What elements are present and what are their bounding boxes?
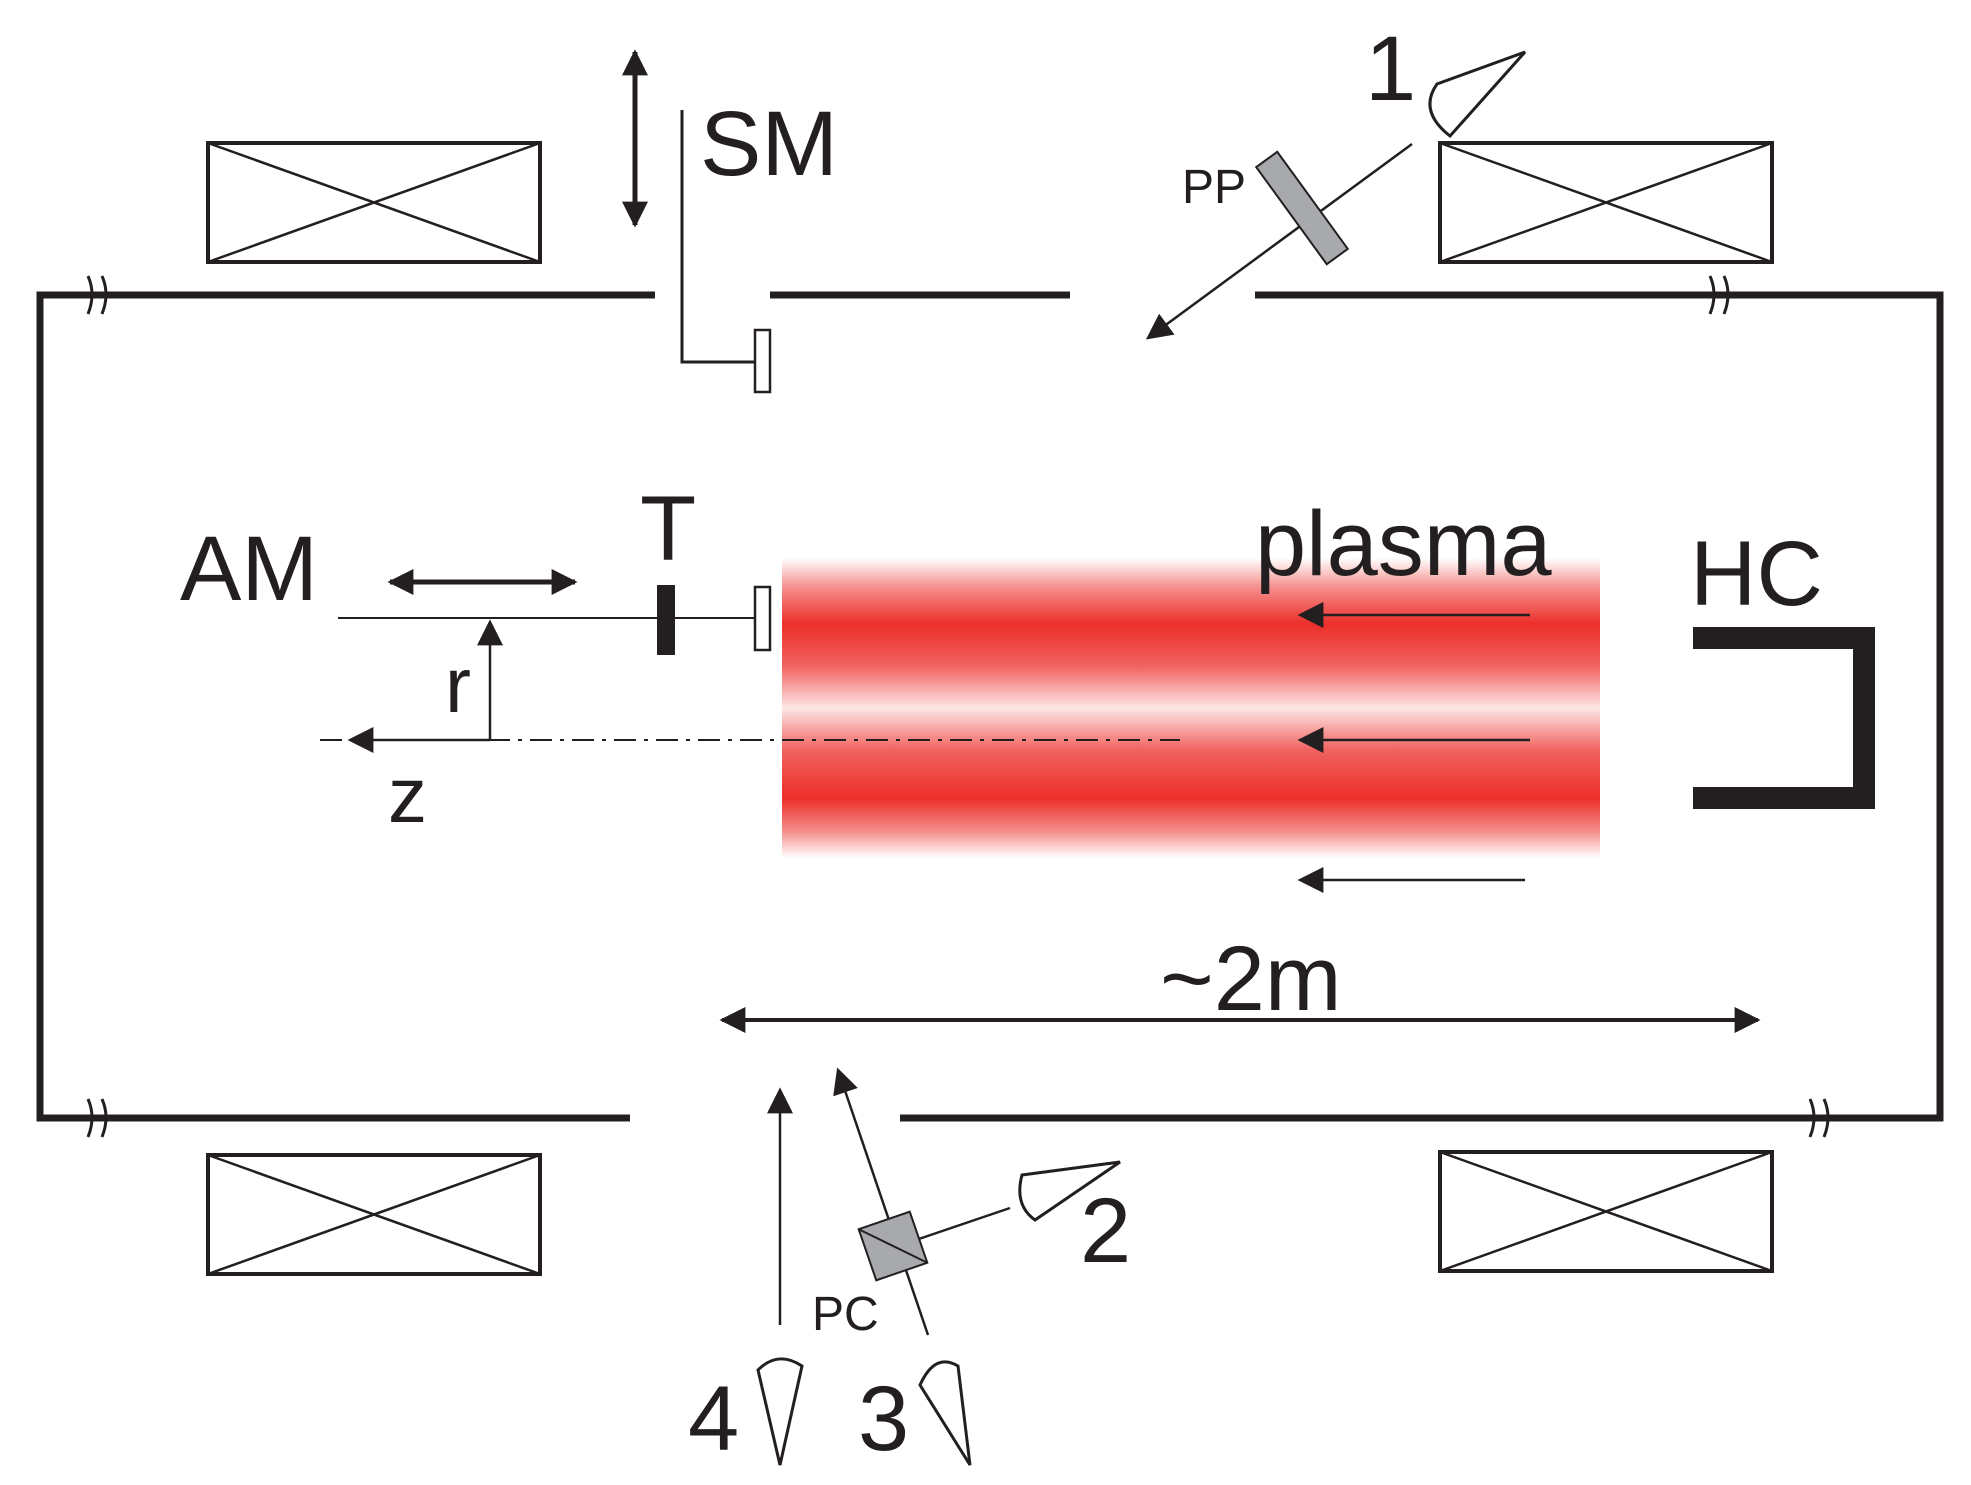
am-label: AM: [180, 518, 318, 620]
sm-label: SM: [700, 93, 838, 195]
flow-arrows: [1297, 602, 1530, 893]
view-2-label: 2: [1080, 1180, 1131, 1282]
magnetic-coil: [1438, 141, 1774, 264]
magnetic-coil: [1438, 1150, 1774, 1273]
view-1-line: [1145, 50, 1527, 340]
sm-manipulator: [622, 49, 772, 394]
view-bottom-lines: [756, 1067, 1121, 1466]
view-3-label: 3: [858, 1368, 909, 1470]
magnetic-coil: [206, 1153, 542, 1276]
view-4-label: 4: [688, 1368, 739, 1470]
z-label: z: [388, 751, 427, 839]
r-label: r: [445, 641, 471, 729]
plasma-column: [782, 558, 1600, 858]
hc-label: HC: [1690, 523, 1823, 625]
t-label: T: [640, 478, 696, 580]
am-manipulator: [338, 569, 772, 655]
vacuum-vessel: [36, 275, 1944, 1138]
distance-label: ~2m: [1160, 928, 1342, 1030]
hollow-cathode: [1693, 627, 1875, 809]
pc-label: PC: [812, 1288, 879, 1341]
plasma-label: plasma: [1255, 493, 1552, 595]
magnetic-coil: [206, 141, 542, 264]
coordinate-axes: [320, 619, 1180, 753]
view-1-label: 1: [1365, 18, 1416, 120]
pp-label: PP: [1182, 161, 1246, 214]
